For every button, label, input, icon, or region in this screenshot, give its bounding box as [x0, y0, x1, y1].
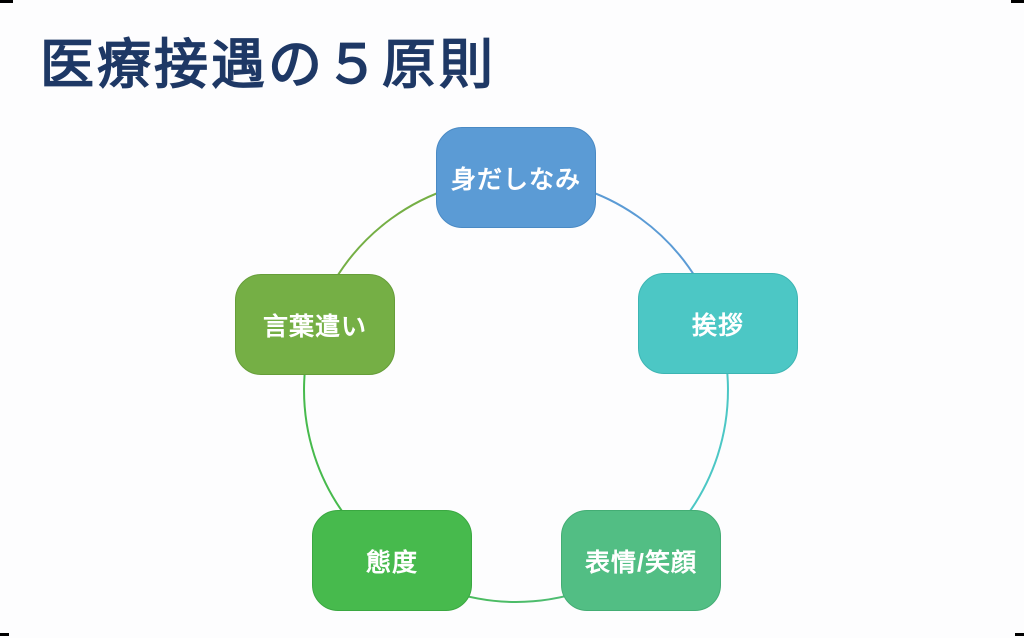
corner-artifact [0, 633, 9, 636]
cycle-node-label: 態度 [365, 548, 418, 577]
cycle-node-label: 挨拶 [691, 311, 744, 340]
cycle-node-label: 表情/笑顔 [585, 548, 697, 577]
corner-artifact [1011, 0, 1024, 3]
page-title: 医療接遇の５原則 [40, 35, 496, 95]
cycle-node-wording: 言葉遣い [235, 274, 395, 375]
cycle-node-expression-smile: 表情/笑顔 [561, 510, 721, 611]
cycle-node-appearance: 身だしなみ [436, 127, 596, 228]
cycle-node-label: 身だしなみ [450, 165, 581, 194]
corner-artifact [0, 0, 13, 3]
corner-artifact [1015, 633, 1024, 636]
cycle-node-attitude: 態度 [312, 510, 472, 611]
cycle-node-label: 言葉遣い [262, 312, 367, 341]
cycle-node-greeting: 挨拶 [638, 273, 798, 374]
